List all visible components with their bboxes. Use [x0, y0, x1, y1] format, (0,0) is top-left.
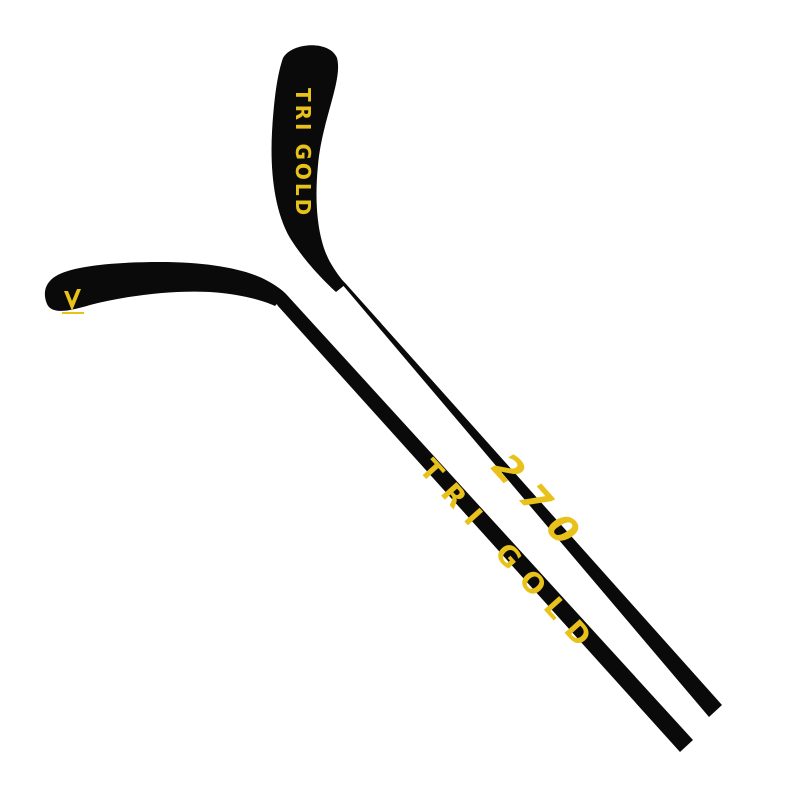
stick-front-blade — [44, 262, 286, 311]
stick-back-shaft — [330, 270, 722, 717]
v-logo-icon — [62, 289, 84, 314]
hockey-stick-back: TRI GOLD 270 — [271, 45, 722, 717]
stick-back-blade — [271, 45, 346, 293]
stick-front-shaft — [262, 280, 693, 752]
stick-back-blade-text: TRI GOLD — [291, 88, 315, 218]
hockey-stick-front: TRI GOLD — [44, 262, 693, 752]
